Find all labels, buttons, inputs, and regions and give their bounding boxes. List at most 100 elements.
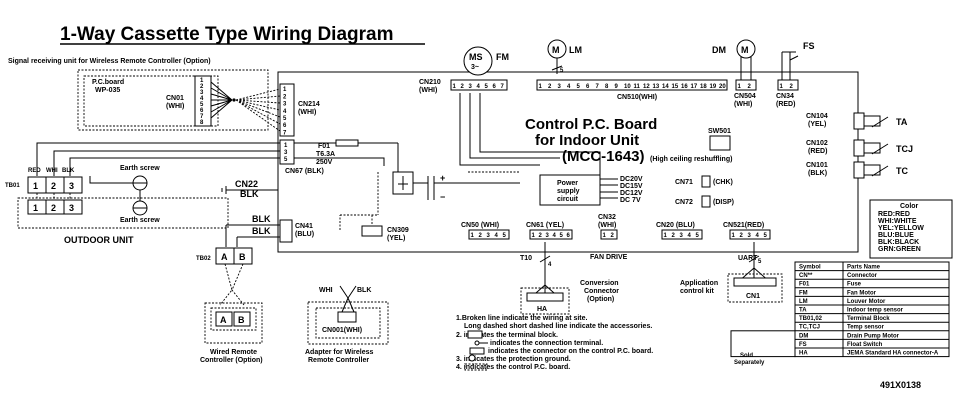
note-1b: Long dashed short dashed line indicate t…	[464, 323, 652, 330]
remote-term-b	[233, 311, 251, 327]
cn01-pin: 6	[200, 108, 204, 114]
cn001-label: CN001(WHI)	[322, 327, 362, 334]
color-white: WHI:WHITE	[878, 218, 917, 225]
note-2c: indicates the connector on the control P…	[488, 348, 653, 355]
cn504-label: CN504	[734, 93, 756, 100]
power-supply-box	[539, 174, 601, 206]
tcj-label: TCJ	[896, 144, 913, 154]
remote-pin-a: A	[220, 315, 227, 325]
cn504-pin: 2	[748, 84, 752, 90]
parts-name-cell: Louver Motor	[847, 299, 886, 305]
tb02-pin-b: B	[239, 252, 246, 262]
color-black: BLK:BLACK	[878, 239, 919, 246]
dc15v: DC15V	[620, 183, 643, 190]
cn34-connector	[777, 79, 799, 91]
earth-screw-label-1: Earth screw	[120, 165, 160, 172]
cn50-connector	[468, 229, 510, 240]
t10-label: T10	[520, 255, 532, 262]
outdoor-pin-1: 1	[33, 203, 38, 213]
wired-remote-outline	[204, 302, 263, 344]
cn41-connector	[279, 219, 293, 243]
sold-separately-1: Sold	[740, 353, 753, 359]
drain-pump-symbol: M	[741, 45, 749, 55]
cn50-label: CN50 (WHI)	[461, 222, 499, 229]
fuse-voltage: 250V	[316, 159, 333, 166]
protection-ground-icon	[468, 354, 476, 362]
sw501-label: SW501	[708, 128, 731, 135]
pcb-title-1: Control P.C. Board	[525, 116, 657, 133]
tb02-pin-a: A	[221, 252, 228, 262]
fan-motor-phase: 3~	[471, 64, 479, 71]
adapter-outline	[307, 301, 389, 345]
tc-sensor-icon	[864, 164, 889, 177]
outdoor-pin-3: 3	[69, 203, 74, 213]
cn510-pin: 8	[605, 84, 609, 90]
parts-name-cell: Drain Pump Motor	[847, 333, 900, 339]
remote-wires	[219, 263, 245, 306]
lm-label: LM	[569, 45, 582, 55]
ha-connector	[526, 292, 564, 302]
outdoor-pin-2: 2	[51, 203, 56, 213]
outdoor-unit-outline	[17, 197, 229, 229]
symbol-cell: CN**	[799, 273, 813, 279]
cn510-pin: 19	[710, 84, 717, 90]
wire-blk: BLK	[62, 168, 75, 174]
cn61-pin: 6	[567, 233, 571, 239]
cn72-connector	[701, 195, 711, 208]
ha-title-2: Connector	[584, 288, 619, 295]
cn20-pin: 2	[672, 233, 676, 239]
sw501-switch	[709, 135, 731, 151]
cn20-pin: 5	[696, 233, 700, 239]
cn102-color: (RED)	[808, 148, 827, 155]
earth-screw-label-2: Earth screw	[120, 217, 160, 224]
cn1-app-2: control kit	[680, 288, 715, 295]
cn41-wiring	[225, 224, 280, 247]
cn102-label: CN102	[806, 140, 828, 147]
cn01-pin: 5	[200, 102, 204, 108]
cn1-count: 5	[758, 259, 762, 265]
cn510-pin: 7	[596, 84, 600, 90]
cn510-pin: 17	[691, 84, 698, 90]
cn510-pin: 14	[662, 84, 669, 90]
fuse-rating: T6.3A	[316, 151, 335, 158]
ha-title-1: Conversion	[580, 280, 619, 287]
cn521-pin: 2	[740, 233, 744, 239]
sold-separately-box	[730, 330, 796, 358]
cn504-color: (WHI)	[734, 101, 752, 108]
color-legend-title: Color	[900, 203, 919, 210]
notes: 1.Broken line indicate the wiring at sit…	[456, 315, 653, 371]
fan-drive-wiring	[459, 93, 601, 178]
float-switch-icon	[781, 51, 799, 80]
symbol-cell: TC,TCJ	[799, 325, 820, 331]
color-legend	[869, 199, 953, 259]
cn521-pin: 4	[756, 233, 760, 239]
color-yellow: YEL:YELLOW	[878, 225, 924, 232]
cn34-pin: 1	[780, 84, 784, 90]
cn521-connector	[729, 229, 771, 240]
signal-unit-label: Signal receiving unit for Wireless Remot…	[8, 58, 211, 65]
fan-drive-label: FAN DRIVE	[590, 254, 628, 261]
cn1-wire	[748, 242, 760, 278]
fan-motor-icon	[463, 46, 493, 76]
cn504-connector	[735, 79, 757, 91]
cn1-connector	[733, 277, 777, 287]
dc7v: DC 7V	[620, 197, 641, 204]
cn001-connector	[337, 311, 357, 323]
dc20v: DC20V	[620, 176, 643, 183]
color-blue: BLU:BLUE	[878, 232, 914, 239]
cn504-pin: 1	[738, 84, 742, 90]
cn22-blk: BLK	[240, 189, 259, 199]
cn61-pin: 3	[546, 233, 550, 239]
svg-text:+: +	[440, 173, 445, 183]
symbol-cell: FM	[799, 290, 808, 296]
ha-wire	[539, 242, 551, 300]
cn34-color: (RED)	[776, 101, 795, 108]
cn210-pin: 5	[485, 84, 489, 90]
cn510-pin: 4	[567, 84, 571, 90]
color-green: GRN:GREEN	[878, 246, 921, 253]
parts-name-cell: Terminal Block	[847, 316, 890, 322]
